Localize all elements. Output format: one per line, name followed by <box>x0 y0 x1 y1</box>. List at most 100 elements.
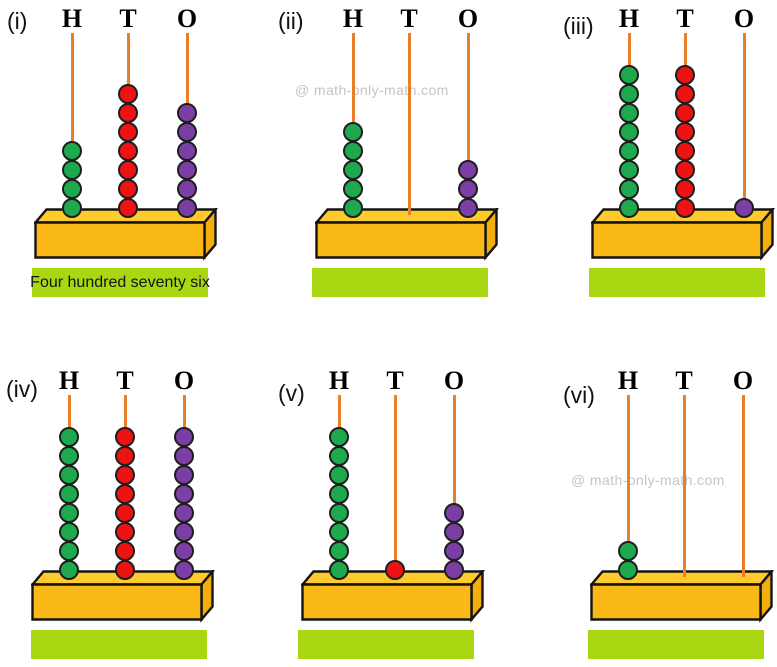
column-header-h: H <box>342 4 364 33</box>
bead-stack-h <box>329 362 349 580</box>
bead-stack-h <box>62 0 82 218</box>
base-front-face <box>301 583 473 621</box>
abacus-bead <box>618 541 638 561</box>
abacus-bead <box>619 84 639 104</box>
abacus-bead <box>329 427 349 447</box>
abacus-bead <box>675 160 695 180</box>
abacus-bead <box>675 122 695 142</box>
column-header-t: T <box>676 4 694 33</box>
column-header-t: T <box>400 4 418 33</box>
panel-index-label: (v) <box>278 380 305 406</box>
column-header-t: T <box>386 366 404 395</box>
abacus-bead <box>619 160 639 180</box>
abacus-bead <box>174 522 194 542</box>
abacus-rod-t <box>393 395 397 577</box>
column-header-t: T <box>675 366 693 395</box>
column-header-t: T <box>116 366 134 395</box>
column-header-o: O <box>732 366 754 395</box>
abacus-bead <box>118 84 138 104</box>
column-header-h: H <box>617 366 639 395</box>
abacus-bead <box>343 141 363 161</box>
abacus-bead <box>619 198 639 218</box>
abacus-bead <box>174 427 194 447</box>
abacus-bead <box>118 122 138 142</box>
abacus-bead <box>444 541 464 561</box>
base-front-face <box>315 221 487 259</box>
base-front-face <box>31 583 203 621</box>
abacus-bead <box>444 560 464 580</box>
bead-stack-o <box>458 0 478 218</box>
abacus-bead <box>675 65 695 85</box>
abacus-bead <box>115 484 135 504</box>
abacus-bead <box>329 560 349 580</box>
abacus-bead <box>59 465 79 485</box>
abacus-bead <box>619 103 639 123</box>
column-header-o: O <box>173 366 195 395</box>
abacus-rod-h <box>70 33 74 215</box>
column-header-o: O <box>733 4 755 33</box>
abacus-bead <box>458 198 478 218</box>
abacus-bead <box>385 560 405 580</box>
abacus-rod-t <box>407 33 411 215</box>
abacus-bead <box>343 198 363 218</box>
abacus-bead <box>619 141 639 161</box>
abacus-bead <box>675 103 695 123</box>
panel-index-label: (vi) <box>563 382 595 408</box>
abacus-bead <box>177 122 197 142</box>
bead-stack-o <box>444 362 464 580</box>
abacus-bead <box>329 465 349 485</box>
abacus-bead <box>444 522 464 542</box>
abacus-base-block <box>31 570 216 623</box>
base-front-face <box>590 583 762 621</box>
bead-stack-h <box>618 362 638 580</box>
panel-index-label: (i) <box>7 8 28 34</box>
abacus-base-block <box>591 208 776 261</box>
abacus-bead <box>619 65 639 85</box>
base-front-face <box>591 221 763 259</box>
abacus-bead <box>115 465 135 485</box>
abacus-bead <box>118 141 138 161</box>
abacus-bead <box>118 160 138 180</box>
answer-bar <box>312 268 488 297</box>
abacus-bead <box>115 446 135 466</box>
abacus-panel: (vi) H T O <box>520 362 777 662</box>
abacus-bead <box>177 179 197 199</box>
abacus-bead <box>118 103 138 123</box>
abacus-rod-t <box>682 395 686 577</box>
bead-stack-t <box>115 362 135 580</box>
abacus-bead <box>115 560 135 580</box>
answer-bar <box>31 630 207 659</box>
abacus-bead <box>329 503 349 523</box>
abacus-bead <box>174 503 194 523</box>
bead-stack-t <box>385 362 405 580</box>
bead-stack-o <box>177 0 197 218</box>
abacus-bead <box>343 160 363 180</box>
bead-stack-t <box>118 0 138 218</box>
abacus-bead <box>174 465 194 485</box>
abacus-bead <box>675 179 695 199</box>
abacus-bead <box>59 484 79 504</box>
abacus-bead <box>174 560 194 580</box>
bead-stack-h <box>619 0 639 218</box>
abacus-bead <box>177 141 197 161</box>
abacus-bead <box>59 522 79 542</box>
base-front-face <box>34 221 206 259</box>
abacus-bead <box>118 198 138 218</box>
abacus-bead <box>329 541 349 561</box>
abacus-bead <box>675 141 695 161</box>
abacus-bead <box>59 541 79 561</box>
abacus-bead <box>177 160 197 180</box>
column-header-o: O <box>176 4 198 33</box>
abacus-bead <box>118 179 138 199</box>
abacus-bead <box>329 446 349 466</box>
abacus-base-block <box>315 208 500 261</box>
abacus-bead <box>62 198 82 218</box>
abacus-bead <box>675 198 695 218</box>
abacus-bead <box>343 122 363 142</box>
